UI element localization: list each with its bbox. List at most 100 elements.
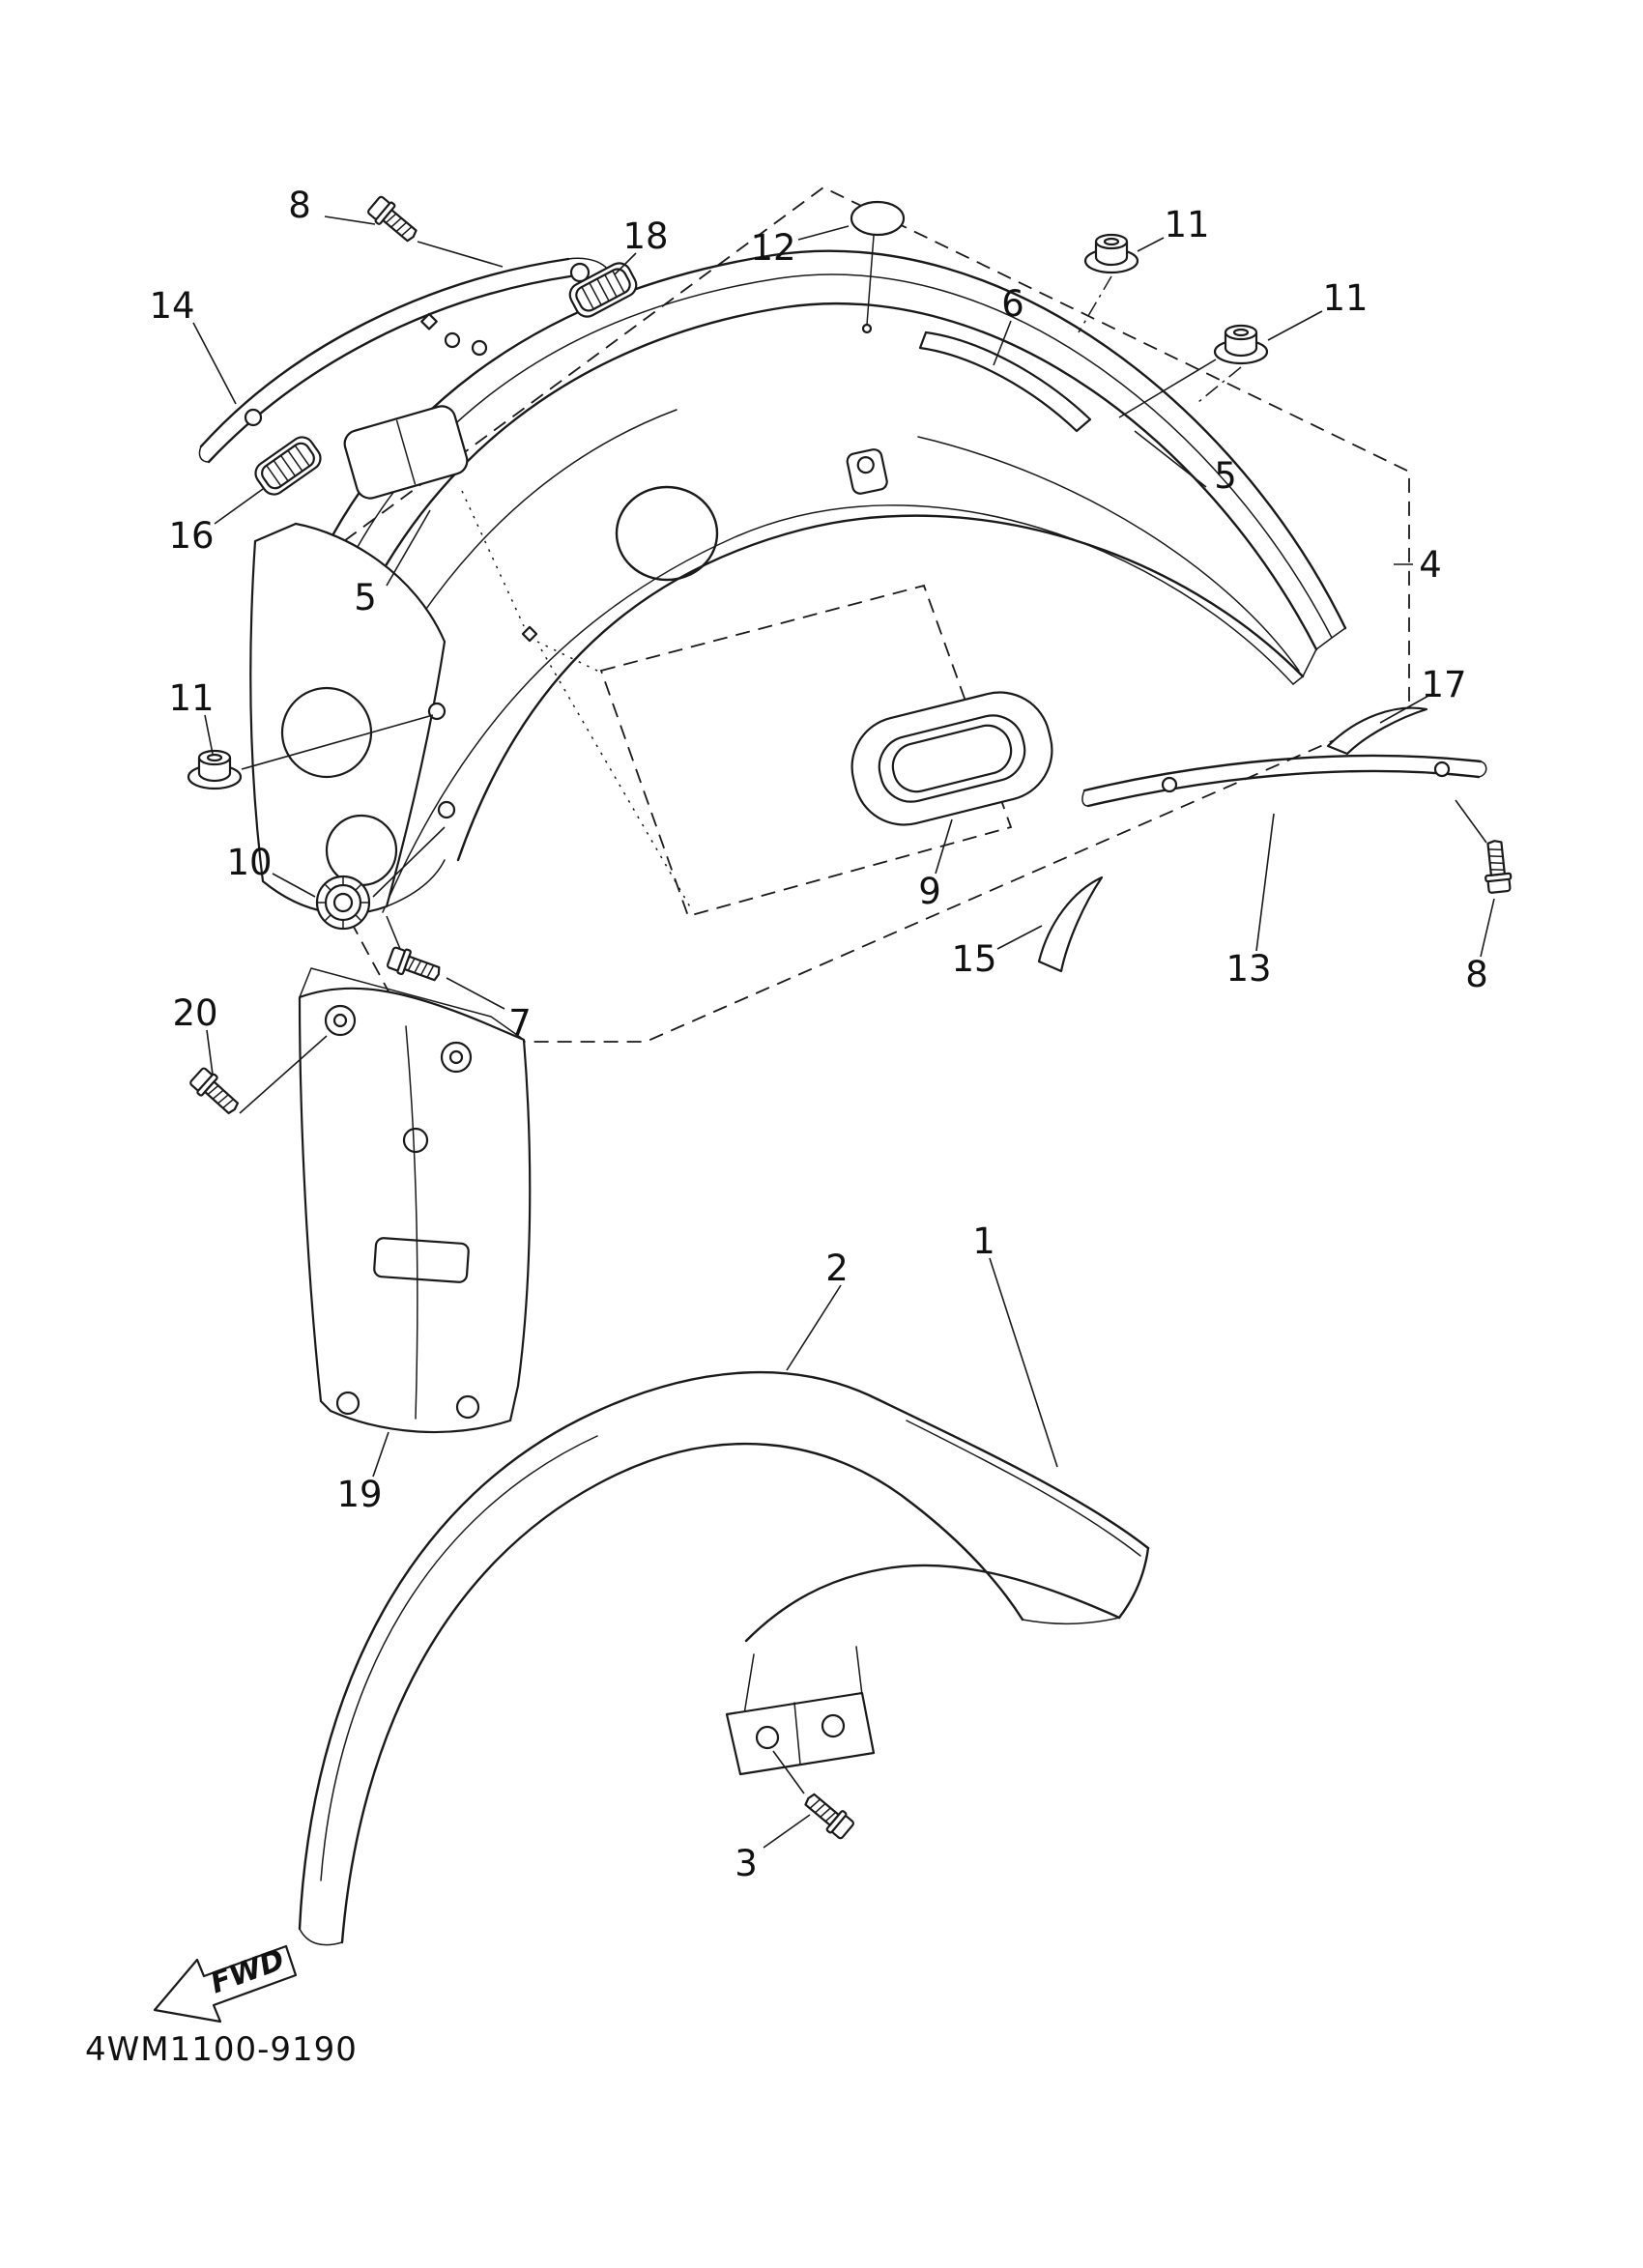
leader-line-7 xyxy=(386,915,401,950)
callout-1: 1 xyxy=(972,1220,995,1262)
front-fender-tail-inner xyxy=(744,1564,1121,1643)
plate-hole-small-2 xyxy=(437,800,456,819)
leader-line-1 xyxy=(989,1257,1058,1468)
bolt-20 xyxy=(187,1064,245,1120)
rear-fender-near-edge xyxy=(331,302,1318,682)
clip-hole xyxy=(856,456,875,474)
plug-10 xyxy=(315,875,371,931)
leader-line-16 xyxy=(214,488,264,525)
bracket-foot-hole-1 xyxy=(335,1391,360,1416)
rear-fender-assembly xyxy=(198,186,1487,1043)
grommet-axis-top xyxy=(1078,275,1112,333)
crown-hole-1 xyxy=(444,331,461,349)
leader-line-19 xyxy=(372,1431,389,1478)
rail-14-hook-hole xyxy=(569,262,591,283)
bracket-19-outline xyxy=(298,987,532,1434)
callout-11: 11 xyxy=(1164,204,1209,245)
rail-13-endcap xyxy=(1478,761,1487,778)
stripe-6 xyxy=(918,330,1092,433)
front-fender-wheel-opening xyxy=(340,1442,1024,1944)
fwd-arrow: FWD xyxy=(153,1943,298,2024)
detail-pointer-1 xyxy=(536,641,602,674)
callout-2: 2 xyxy=(825,1248,849,1289)
callout-15: 15 xyxy=(951,938,996,980)
callout-4: 4 xyxy=(1419,544,1442,586)
bracket-boss xyxy=(402,1127,429,1154)
leader-line-11 xyxy=(1118,359,1217,418)
callout-19: 19 xyxy=(336,1474,382,1515)
sticker-12-pin-head xyxy=(861,323,873,334)
leader-line-9 xyxy=(935,818,953,875)
grommet-11-top xyxy=(1083,233,1139,274)
leader-line-8 xyxy=(324,215,376,225)
assembly-boundary-box xyxy=(306,186,1410,1043)
leader-line-8 xyxy=(1480,898,1495,958)
leader-line-6 xyxy=(993,320,1012,366)
callout-20: 20 xyxy=(172,992,217,1034)
rail-13-inner xyxy=(1086,769,1481,808)
diagram-code: 4WM1100-9190 xyxy=(85,2030,358,2069)
callout-18: 18 xyxy=(622,215,668,257)
leader-line-5 xyxy=(386,509,431,587)
bolt-8-left xyxy=(364,193,423,248)
bolt-8-right xyxy=(1481,838,1513,895)
crown-hole-diamond xyxy=(420,312,438,330)
bracket-19-top-flange xyxy=(299,967,525,1041)
trim-rail-14 xyxy=(198,257,614,464)
leader-line-12 xyxy=(797,225,850,241)
callout-3: 3 xyxy=(735,1843,758,1884)
leader-line-17 xyxy=(1379,695,1429,724)
callout-16: 16 xyxy=(168,515,214,557)
leader-line-8 xyxy=(417,241,504,268)
fender-bracket-plate xyxy=(725,1691,876,1776)
callout-13: 13 xyxy=(1225,948,1271,990)
callout-12: 12 xyxy=(750,227,795,269)
leader-line-18 xyxy=(614,252,637,275)
leader-line-2 xyxy=(786,1284,842,1371)
callout-9: 9 xyxy=(918,871,941,912)
front-fender-assembly xyxy=(298,1370,1150,1946)
pad-9 xyxy=(850,691,1053,826)
side-recess-circle xyxy=(615,485,719,582)
taillight-cutout-divider xyxy=(395,419,417,485)
front-fender-outer-edge xyxy=(298,1370,1150,1931)
callout-11: 11 xyxy=(1322,277,1368,319)
callout-7: 7 xyxy=(508,1002,532,1044)
leader-line-3 xyxy=(763,1814,811,1849)
wedge-15 xyxy=(1037,876,1104,973)
callout-14: 14 xyxy=(149,285,194,327)
bracket-foot-hole-2 xyxy=(455,1394,480,1420)
plate-hole-lower xyxy=(325,814,398,887)
leader-line-13 xyxy=(1255,813,1275,952)
leader-line-3 xyxy=(772,1750,805,1794)
skirt-hole-diamond xyxy=(521,625,538,643)
rear-fender-wheel-opening xyxy=(456,514,1305,862)
crown-hole-2 xyxy=(471,339,488,357)
rail-13-outer xyxy=(1082,754,1483,792)
leader-line-10 xyxy=(272,873,316,898)
plate-to-skirt-line xyxy=(386,859,446,907)
leader-line-5 xyxy=(1134,430,1207,488)
detail-box xyxy=(599,584,1013,918)
detail-pointer-2 xyxy=(540,648,693,911)
detail-pointer-3 xyxy=(461,490,525,627)
bolt-7 xyxy=(385,943,445,988)
front-fender-bottom-cap xyxy=(299,1928,343,1946)
leader-line-11 xyxy=(1137,237,1165,252)
leader-line-20 xyxy=(206,1029,214,1076)
grommet-axis-right xyxy=(1197,366,1242,403)
callout-17: 17 xyxy=(1421,664,1466,705)
rail-13-tip xyxy=(1081,789,1089,807)
rail-13-hole-2 xyxy=(1433,761,1451,778)
leader-line-8 xyxy=(1455,799,1487,844)
rear-fender-tip xyxy=(1292,627,1346,685)
callout-8: 8 xyxy=(288,185,311,226)
callout-5: 5 xyxy=(354,577,377,618)
bracket-19 xyxy=(298,967,532,1434)
leader-line-11 xyxy=(241,714,434,770)
leader-line-7 xyxy=(446,977,505,1010)
front-fender-tail-cut xyxy=(1117,1546,1150,1620)
leader-line-11 xyxy=(1267,310,1323,341)
